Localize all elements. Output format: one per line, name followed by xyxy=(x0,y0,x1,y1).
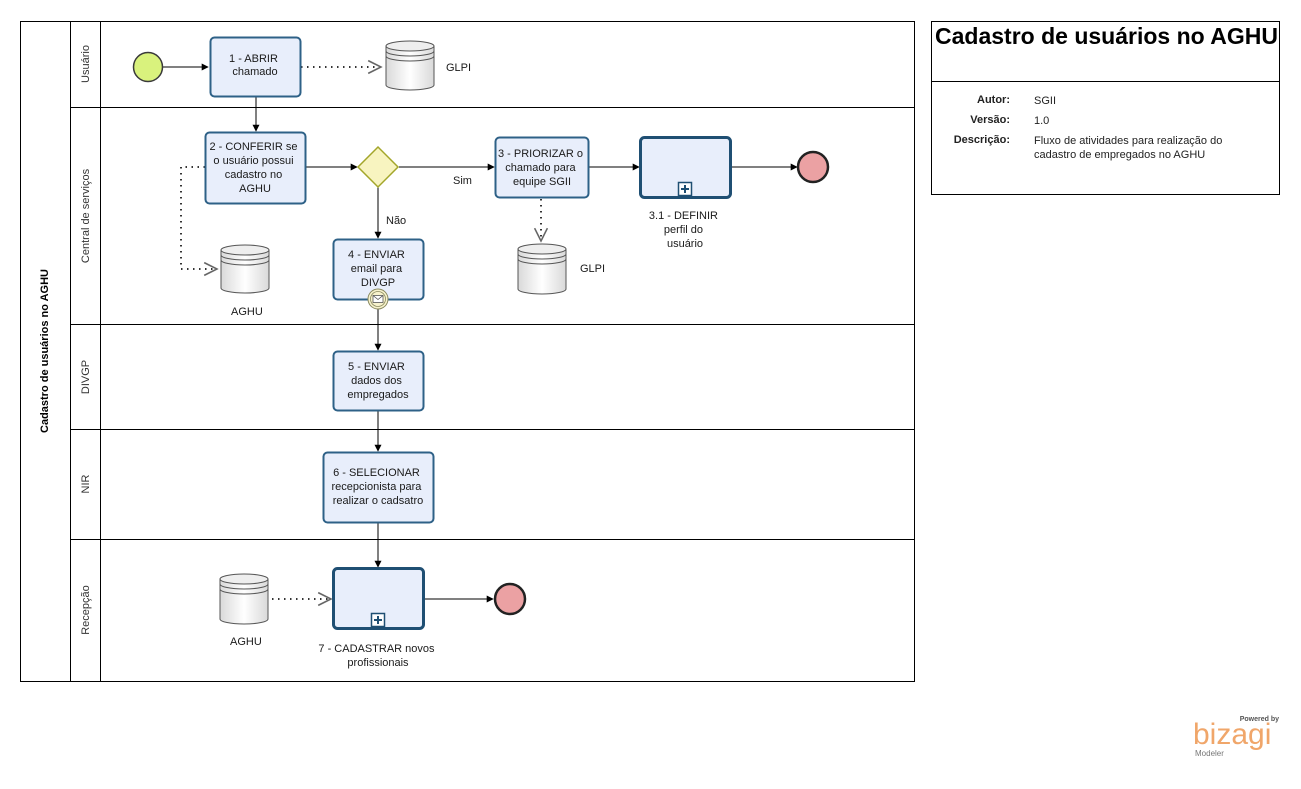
envelope-icon xyxy=(367,288,389,310)
brand-product: Modeler xyxy=(1195,749,1224,758)
data-store-aghu-recepcao xyxy=(219,573,269,625)
diagram-title: Cadastro de usuários no AGHU xyxy=(932,22,1279,82)
subprocess-7-label: 7 - CADASTRAR novos profissionais xyxy=(318,643,437,669)
task-2-label: 2 - CONFERIR se o usuário possui cadastr… xyxy=(209,141,300,195)
task-6-label: 6 - SELECIONAR recepcionista para realiz… xyxy=(332,467,425,507)
task-1-abrir-chamado[interactable]: 1 - ABRIR chamado xyxy=(209,36,302,98)
task-4-enviar-email[interactable]: 4 - ENVIAR email para DIVGP xyxy=(332,238,425,310)
subprocess-3-1-label: 3.1 - DEFINIR perfil do usuário xyxy=(649,210,721,250)
task-1-label: 1 - ABRIR chamado xyxy=(229,53,281,78)
task-5-label: 5 - ENVIAR dados dos empregados xyxy=(347,361,409,401)
description-label: Descrição: xyxy=(953,134,1010,146)
lane-label-divgp: DIVGP xyxy=(80,360,92,394)
version-value: 1.0 xyxy=(1034,115,1050,127)
version-label: Versão: xyxy=(970,114,1010,126)
bizagi-logo: Powered by bizagi Modeler xyxy=(1193,716,1281,760)
description-value: Fluxo de atividades para realização do c… xyxy=(1034,135,1223,161)
task-3-label: 3 - PRIORIZAR o chamado para equipe SGII xyxy=(498,148,586,188)
data-store-aghu-central xyxy=(220,244,270,294)
data-store-glpi-central xyxy=(517,243,567,295)
end-event-central xyxy=(796,150,830,184)
data-store-glpi-central-label: GLPI xyxy=(580,263,605,275)
pool-label: Cadastro de usuários no AGHU xyxy=(39,269,51,433)
flow-label-nao: Não xyxy=(386,215,406,227)
task-3-priorizar-chamado[interactable]: 3 - PRIORIZAR o chamado para equipe SGII xyxy=(494,136,590,199)
subprocess-plus-icon xyxy=(677,181,693,197)
lane-label-nir: NIR xyxy=(80,474,92,493)
decision-gateway xyxy=(356,145,400,189)
subprocess-7-cadastrar-profissionais[interactable]: 7 - CADASTRAR novos profissionais xyxy=(318,567,437,670)
brand-name: bizagi xyxy=(1193,718,1272,751)
task-5-enviar-dados[interactable]: 5 - ENVIAR dados dos empregados xyxy=(332,350,425,412)
powered-by-text: Powered by xyxy=(1239,716,1279,723)
lane-label-usuario: Usuário xyxy=(80,45,92,83)
sequence-flows xyxy=(163,63,798,603)
author-label: Autor: xyxy=(977,94,1010,106)
data-associations xyxy=(180,67,541,599)
end-event-recepcao xyxy=(493,582,527,616)
data-store-glpi-top xyxy=(385,40,435,91)
task-6-selecionar-recepcionista[interactable]: 6 - SELECIONAR recepcionista para realiz… xyxy=(322,451,435,524)
lane-label-central: Central de serviços xyxy=(80,168,92,263)
pool xyxy=(20,21,915,682)
lane-label-recepcao: Recepção xyxy=(80,585,92,635)
task-2-conferir-cadastro[interactable]: 2 - CONFERIR se o usuário possui cadastr… xyxy=(204,131,307,205)
subprocess-plus-icon xyxy=(370,612,386,628)
start-event xyxy=(132,51,164,83)
data-store-aghu-recepcao-label: AGHU xyxy=(230,636,262,648)
data-store-aghu-central-label: AGHU xyxy=(231,306,263,318)
task-4-label: 4 - ENVIAR email para DIVGP xyxy=(348,249,408,289)
author-value: SGII xyxy=(1034,95,1057,107)
flow-label-sim: Sim xyxy=(453,175,472,187)
subprocess-3-1-definir-perfil[interactable]: 3.1 - DEFINIR perfil do usuário xyxy=(639,136,732,251)
data-store-glpi-top-label: GLPI xyxy=(446,62,471,74)
diagram-info-panel: Cadastro de usuários no AGHU Autor: SGII… xyxy=(931,21,1280,195)
